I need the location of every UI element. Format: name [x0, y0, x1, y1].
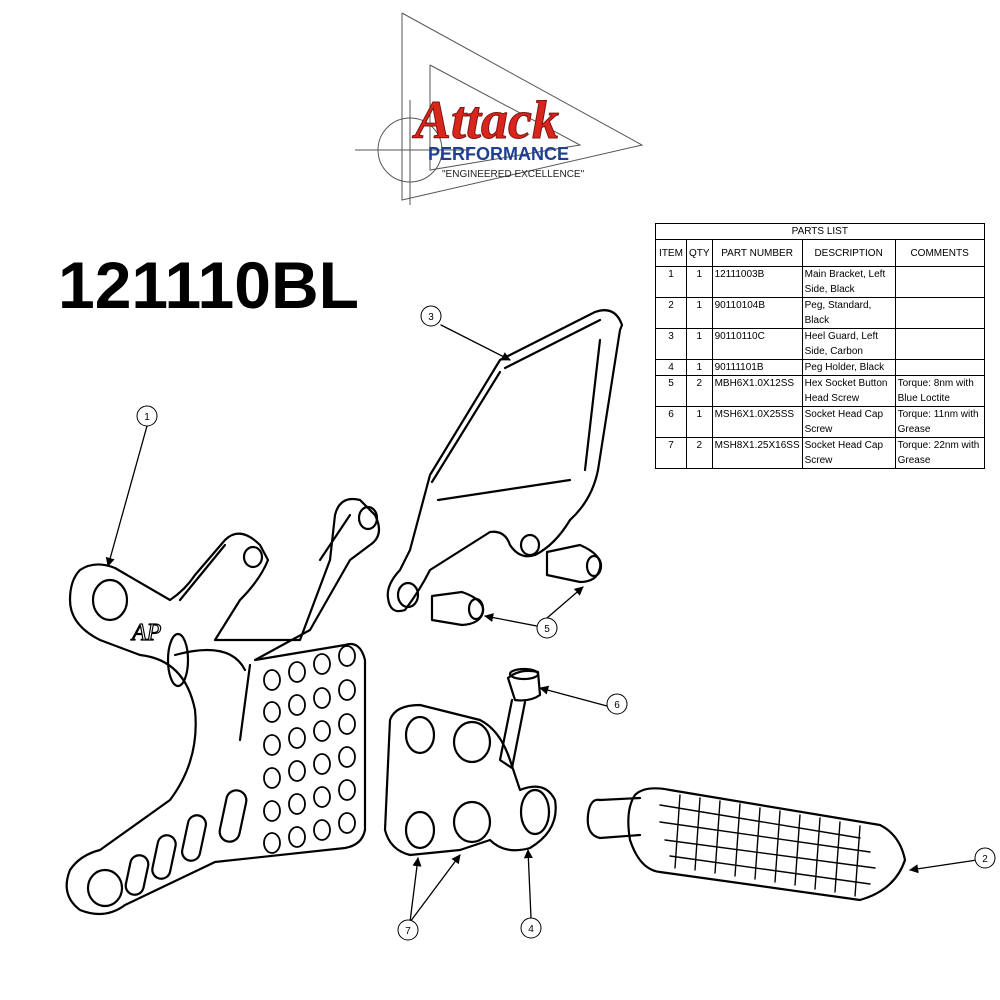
cell-comments: Torque: 22nm with Grease: [894, 437, 985, 469]
balloon-2: 2: [974, 847, 996, 869]
balloon-5: 5: [536, 617, 558, 639]
balloon-6: 6: [606, 693, 628, 715]
cell-item: 2: [655, 297, 687, 329]
parts-list-table: PARTS LIST ITEM QTY PART NUMBER DESCRIPT…: [655, 223, 985, 469]
peg-part: [586, 787, 907, 902]
col-header-part-number: PART NUMBER: [711, 239, 803, 267]
col-header-item: ITEM: [655, 239, 687, 267]
heel-guard-part: [386, 309, 624, 613]
balloon-1: 1: [136, 405, 158, 427]
cell-qty: 2: [686, 375, 713, 407]
cell-description: Peg, Standard, Black: [801, 297, 896, 329]
cell-item: 5: [655, 375, 687, 407]
svg-text:6: 6: [614, 700, 620, 711]
parts-list-title: PARTS LIST: [655, 223, 985, 240]
balloon-3: 3: [420, 305, 442, 327]
cell-description: Main Bracket, Left Side, Black: [801, 266, 896, 298]
balloon-7: 7: [397, 919, 419, 941]
svg-text:4: 4: [528, 924, 534, 935]
peg-holder-part: [383, 703, 557, 857]
cell-part-number: 12111003B: [711, 266, 803, 298]
cell-item: 4: [655, 359, 687, 376]
cell-description: Heel Guard, Left Side, Carbon: [801, 328, 896, 360]
svg-text:Attack: Attack: [412, 90, 559, 150]
cell-part-number: 90110104B: [711, 297, 803, 329]
svg-text:5: 5: [544, 624, 550, 635]
cell-part-number: MBH6X1.0X12SS: [711, 375, 803, 407]
cell-qty: 1: [686, 406, 713, 438]
cell-description: Socket Head Cap Screw: [801, 406, 896, 438]
svg-text:7: 7: [405, 926, 411, 937]
svg-text:1: 1: [144, 412, 150, 423]
cell-comments: [894, 328, 985, 360]
cell-comments: Torque: 11nm with Grease: [894, 406, 985, 438]
col-header-qty: QTY: [686, 239, 713, 267]
button-head-screw-part: [430, 543, 603, 627]
main-bracket-part: AP: [65, 497, 381, 916]
cell-qty: 1: [686, 359, 713, 376]
cell-item: 7: [655, 437, 687, 469]
svg-text:"ENGINEERED EXCELLENCE": "ENGINEERED EXCELLENCE": [442, 169, 585, 180]
svg-text:AP: AP: [130, 620, 162, 646]
cell-description: Peg Holder, Black: [801, 359, 896, 376]
col-header-comments: COMMENTS: [894, 239, 985, 267]
col-header-description: DESCRIPTION: [801, 239, 896, 267]
socket-head-cap-screw-part: [498, 667, 542, 770]
cell-comments: [894, 297, 985, 329]
svg-text:2: 2: [982, 854, 988, 865]
cell-part-number: 90111101B: [711, 359, 803, 376]
part-number-title: 121110BL: [58, 248, 359, 322]
svg-text:PERFORMANCE: PERFORMANCE: [428, 144, 569, 164]
cell-qty: 2: [686, 437, 713, 469]
attack-performance-logo: Attack PERFORMANCE "ENGINEERED EXCELLENC…: [355, 12, 644, 205]
svg-text:3: 3: [428, 312, 434, 323]
cell-part-number: MSH8X1.25X16SS: [711, 437, 803, 469]
cell-comments: Torque: 8nm with Blue Loctite: [894, 375, 985, 407]
cell-comments: [894, 266, 985, 298]
cell-qty: 1: [686, 266, 713, 298]
cell-item: 3: [655, 328, 687, 360]
cell-comments: [894, 359, 985, 376]
cell-part-number: 90110110C: [711, 328, 803, 360]
cell-description: Hex Socket Button Head Screw: [801, 375, 896, 407]
cell-qty: 1: [686, 328, 713, 360]
cell-description: Socket Head Cap Screw: [801, 437, 896, 469]
cell-part-number: MSH6X1.0X25SS: [711, 406, 803, 438]
cell-qty: 1: [686, 297, 713, 329]
cell-item: 6: [655, 406, 687, 438]
balloon-4: 4: [520, 917, 542, 939]
cell-item: 1: [655, 266, 687, 298]
